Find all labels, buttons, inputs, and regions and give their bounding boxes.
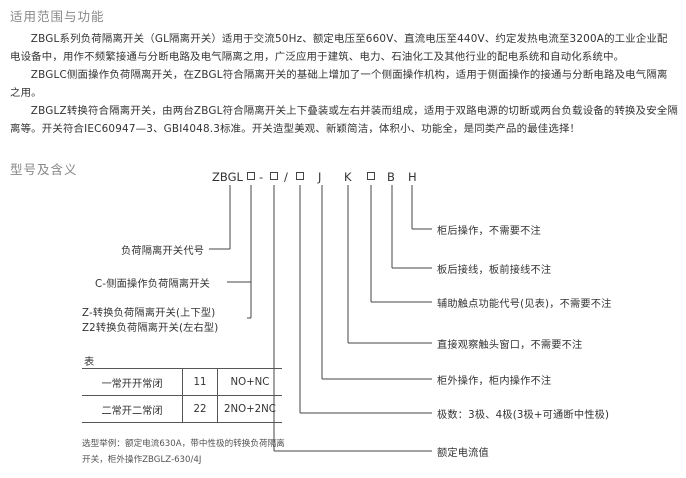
table-cell: NO+NC xyxy=(216,368,282,396)
table-row: 二常开二常闭 22 2NO+2NC xyxy=(82,395,282,423)
paragraph-zbglz: ZBGLZ转换符合隔离开关，由两台ZBGL符合隔离开关上下叠装或左右并装而组成，… xyxy=(10,105,679,136)
code-k: K xyxy=(344,170,352,184)
section-title-model: 型号及含义 xyxy=(10,162,78,177)
code-box-series xyxy=(247,172,255,180)
label-transfer-vertical: Z-转换负荷隔离开关(上下型) xyxy=(82,308,216,319)
table-cell: 22 xyxy=(182,395,218,423)
selection-example: 选型举例：额定电流630A，带中性极的转换负荷隔离开关，柜外操作ZBGLZ-63… xyxy=(82,439,285,465)
section-title-scope: 适用范围与功能 xyxy=(10,9,105,24)
label-transfer-horizontal: Z2转换负荷隔离开关(左右型) xyxy=(82,323,219,334)
table-row: 一常开开常闭 11 NO+NC xyxy=(82,368,282,396)
code-box-poles xyxy=(296,172,304,180)
code-b: B xyxy=(387,170,395,184)
code-j: J xyxy=(318,170,322,184)
code-box-aux xyxy=(367,172,375,180)
code-h: H xyxy=(408,170,417,184)
label-external-operation: 柜外操作，柜内操作不注 xyxy=(437,376,552,387)
code-box-current xyxy=(270,172,278,180)
paragraph-zbgl: ZBGL系列负荷隔离开关（GL隔离开关）适用于交流50Hz、额定电压至660V、… xyxy=(10,33,668,64)
aux-contact-table: 一常开开常闭 11 NO+NC 二常开二常闭 22 2NO+2NC xyxy=(82,368,282,423)
label-view-window: 直接观察触头窗口，不需要不注 xyxy=(437,340,583,351)
table-cell: 11 xyxy=(182,368,218,396)
paragraph-zbglc: ZBGLC侧面操作负荷隔离开关，在ZBGL符合隔离开关的基础上增加了一个侧面操作… xyxy=(10,69,668,100)
label-side-operation: C-侧面操作负荷隔离开关 xyxy=(95,279,211,290)
code-prefix: ZBGL xyxy=(212,170,243,184)
table-cell: 二常开二常闭 xyxy=(82,395,183,423)
label-rated-current: 额定电流值 xyxy=(437,448,489,459)
label-poles: 极数：3极、4极(3极+可通断中性极) xyxy=(437,410,610,421)
table-cell: 一常开开常闭 xyxy=(82,368,183,396)
code-dash: - xyxy=(259,170,264,184)
label-series-code: 负荷隔离开关代号 xyxy=(121,246,205,257)
table-cell: 2NO+2NC xyxy=(216,395,282,423)
label-rear-wiring: 板后接线，板前接线不注 xyxy=(437,265,552,276)
code-slash: / xyxy=(284,170,288,184)
label-rear-operation: 柜后操作，不需要不注 xyxy=(437,226,541,237)
label-aux-contact: 辅助触点功能代号(见表)，不需要不注 xyxy=(437,299,612,310)
table-title: 表 xyxy=(84,357,95,368)
